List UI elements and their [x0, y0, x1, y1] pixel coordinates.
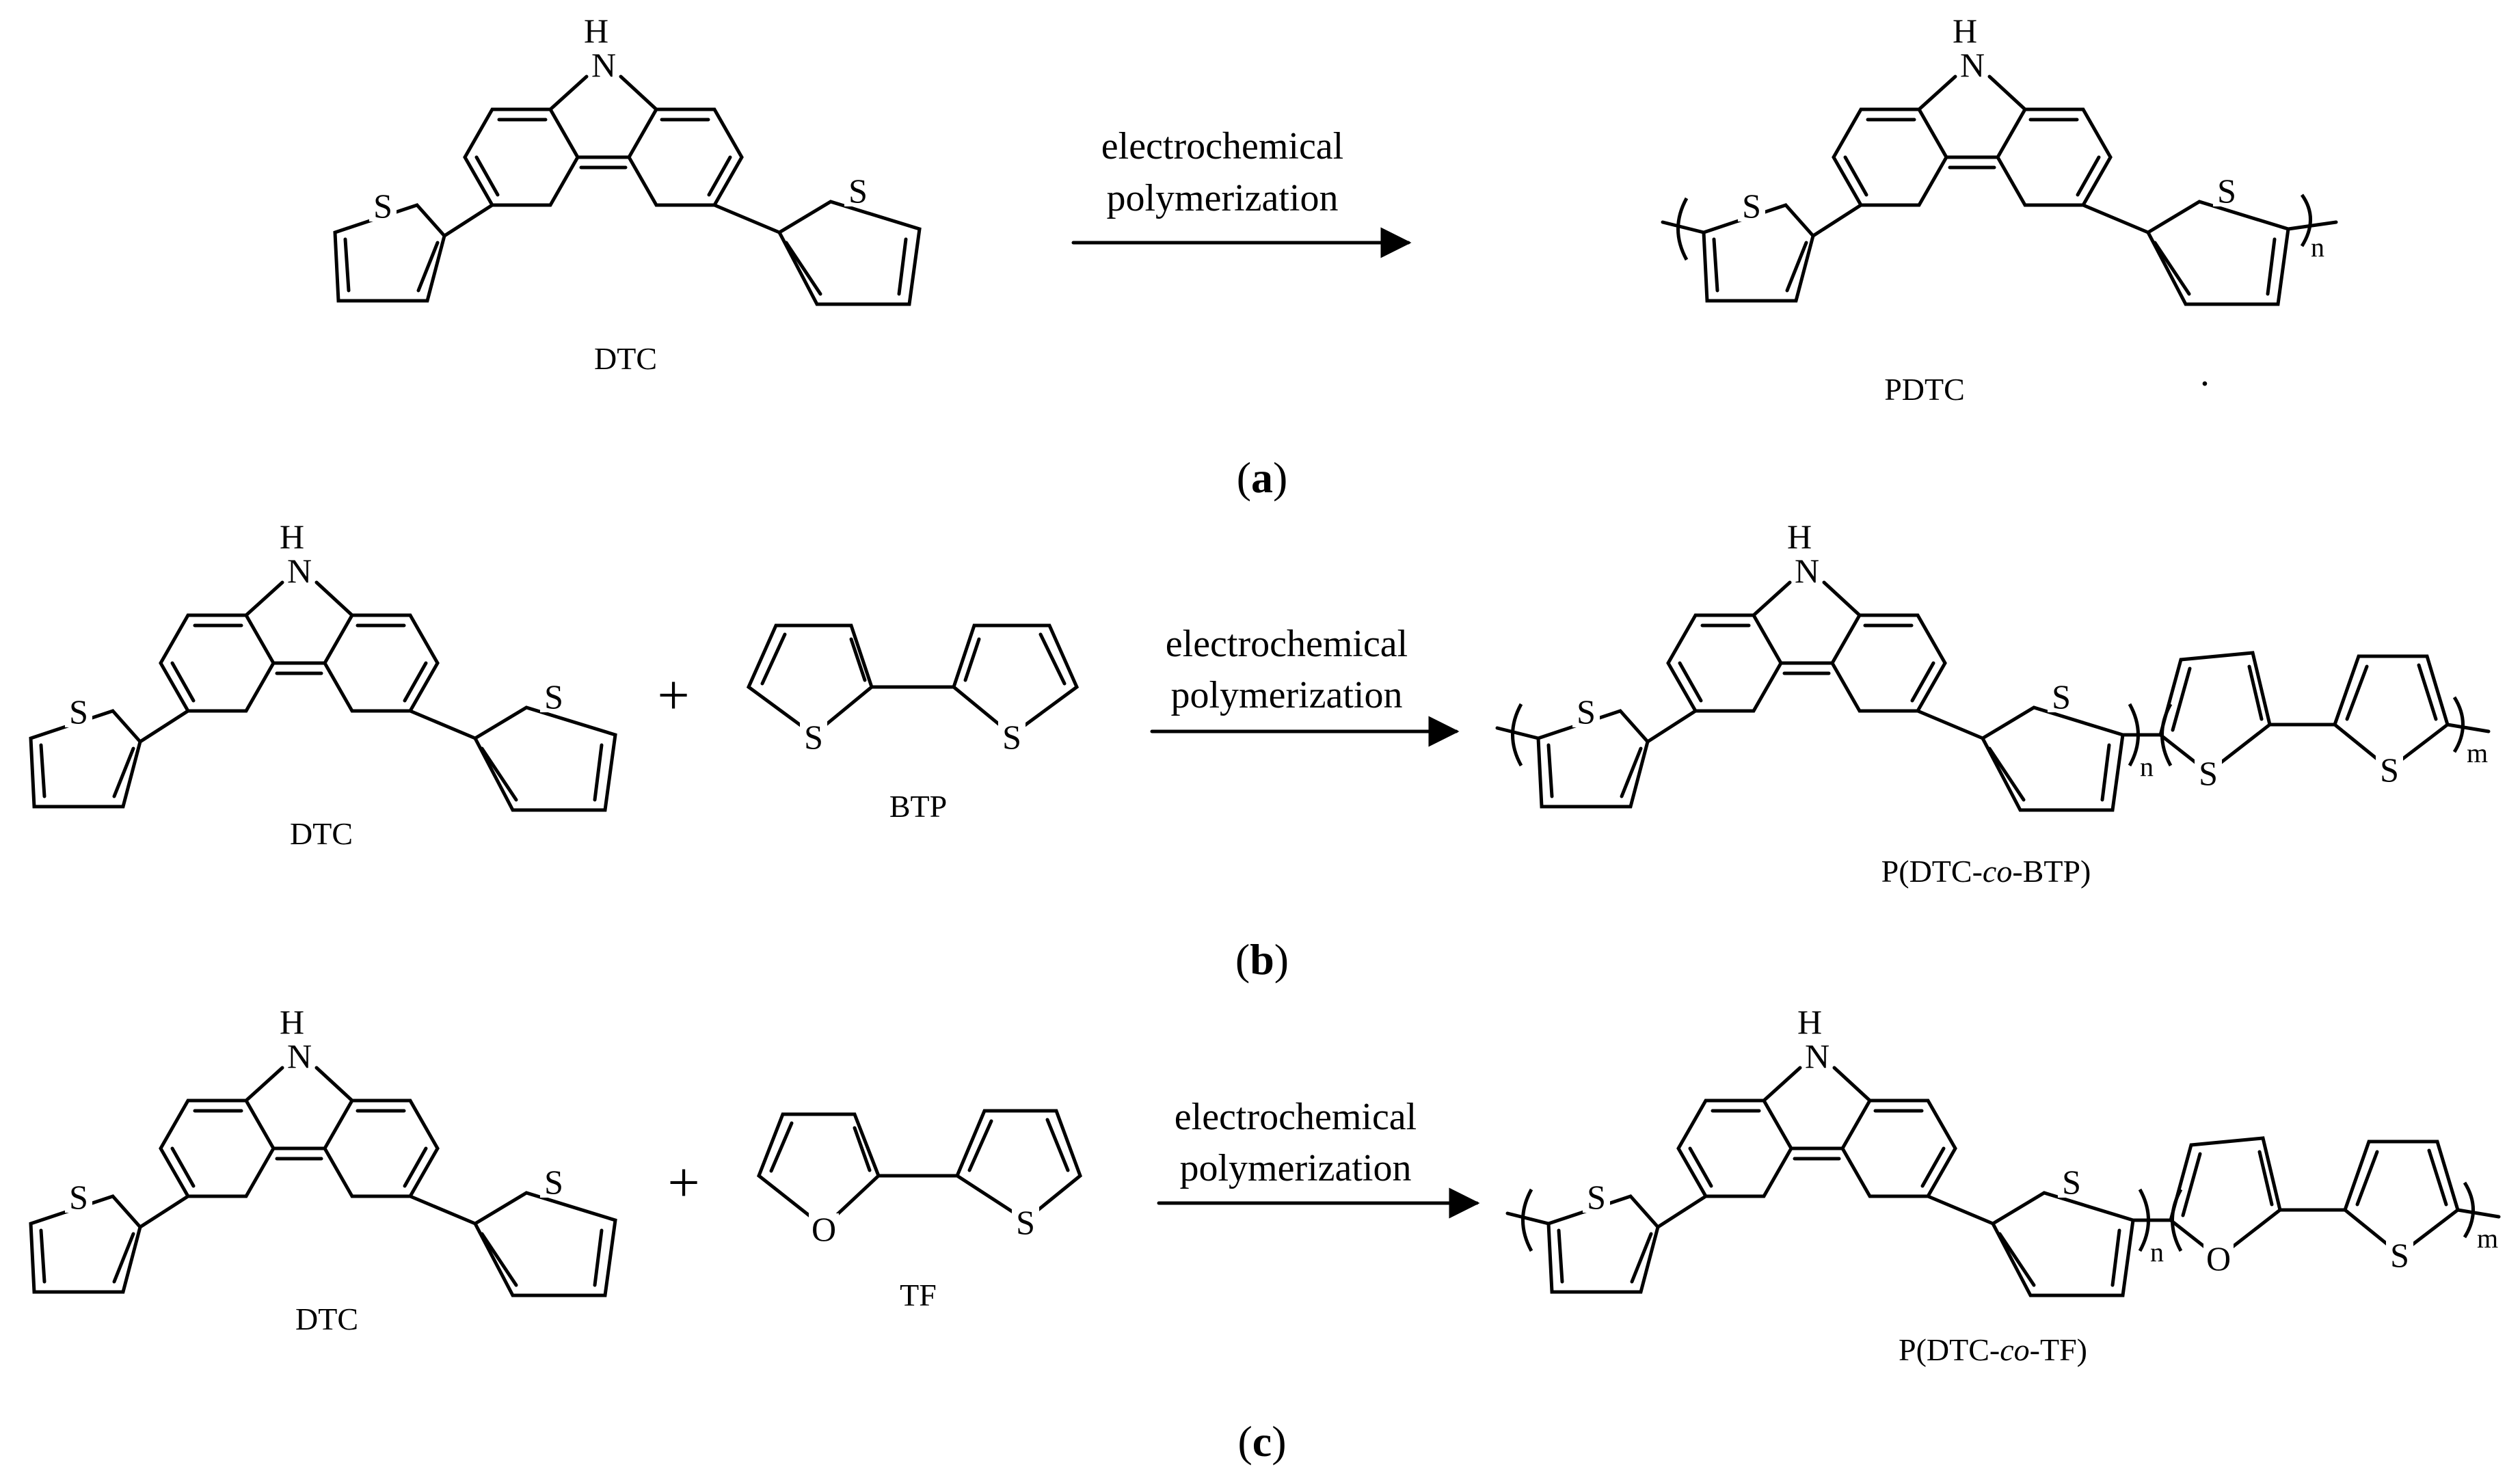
p-dtc-co-btp-label: P(DTC-co-BTP) — [1881, 854, 2091, 889]
sulfur-label: S — [2390, 1236, 2409, 1274]
dtc-label: DTC — [295, 1302, 358, 1336]
plus-sign: + — [657, 664, 689, 727]
nh-h-label: H — [280, 517, 304, 556]
right-bracket — [2452, 696, 2465, 753]
carbazole-core — [1832, 75, 2113, 207]
btp-label: BTP — [889, 789, 947, 824]
panel-a: H N S S DTC electrochemical pol — [333, 12, 2338, 502]
panel-b: H N S S DTC + — [29, 517, 2491, 984]
thiophene-left — [29, 1194, 190, 1294]
nh-h-label: H — [1787, 517, 1812, 556]
oxygen-label: O — [812, 1210, 836, 1248]
thiophene-right — [408, 705, 617, 812]
bithiophene-block: S S — [2158, 651, 2491, 792]
dtc-label: DTC — [290, 816, 353, 851]
nh-h-label: H — [1953, 12, 1977, 50]
thiophene-right — [712, 200, 922, 306]
stray-dot: · — [2199, 363, 2212, 405]
thiophene-right — [2081, 200, 2338, 306]
dtc-molecule: H N S S — [29, 517, 617, 812]
thiophene-left — [29, 709, 190, 809]
panel-caption-b: (b) — [1235, 935, 1289, 984]
carbazole-core — [463, 75, 744, 207]
panel-caption-a: (a) — [1237, 453, 1288, 502]
nh-h-label: H — [280, 1003, 304, 1041]
sulfur-label: S — [1587, 1178, 1606, 1216]
condition-line-1: electrochemical — [1175, 1096, 1417, 1138]
subscript-n: n — [2150, 1237, 2164, 1267]
pdtc-polymer: H N S S n — [1661, 12, 2338, 306]
right-bracket — [2138, 1188, 2150, 1252]
sulfur-label: S — [544, 1163, 563, 1201]
nh-h-label: H — [1797, 1003, 1822, 1041]
plus-sign: + — [667, 1151, 699, 1215]
subscript-m: m — [2467, 738, 2488, 768]
thiophene-right — [408, 1191, 617, 1297]
left-bracket — [1676, 197, 1689, 261]
carbazole-core — [159, 580, 440, 713]
sulfur-label: S — [2380, 751, 2399, 789]
dtc-molecule: H N S S — [333, 12, 922, 306]
carbazole-core — [1676, 1066, 1957, 1198]
nh-n-label: N — [287, 1037, 312, 1075]
sulfur-label: S — [804, 718, 823, 756]
thienylfuran-block: O S — [2169, 1136, 2501, 1278]
left-bracket — [1521, 1188, 1533, 1252]
nh-n-label: N — [1805, 1037, 1829, 1075]
sulfur-label: S — [2052, 677, 2071, 716]
condition-line-2: polymerization — [1170, 674, 1402, 716]
sulfur-label: S — [2217, 172, 2236, 210]
panel-caption-c: (c) — [1237, 1417, 1286, 1466]
p-dtc-co-tf-label: P(DTC-co-TF) — [1899, 1332, 2087, 1367]
thiophene-left — [333, 203, 494, 303]
dtc-molecule: H N S S — [29, 1003, 617, 1297]
condition-line-2: polymerization — [1179, 1147, 1411, 1189]
left-bracket — [1511, 703, 1523, 767]
sulfur-label: S — [1577, 692, 1596, 731]
condition-line-1: electrochemical — [1101, 125, 1343, 167]
panel-c: H N S S DTC + — [29, 1003, 2501, 1466]
nh-n-label: N — [1795, 552, 1819, 590]
pdtc-label: PDTC — [1884, 372, 1965, 407]
right-bracket — [2463, 1181, 2475, 1239]
p-dtc-co-tf-polymer: H N S S n — [1505, 1003, 2501, 1297]
carbazole-core — [1666, 580, 1947, 713]
nh-h-label: H — [584, 12, 608, 50]
thiophene-right — [1926, 1191, 2173, 1297]
subscript-n: n — [2311, 232, 2324, 262]
sulfur-label: S — [544, 677, 563, 716]
right-bracket — [2128, 703, 2140, 767]
nh-n-label: N — [1960, 46, 1985, 84]
thiophene-left — [1661, 203, 1863, 303]
sulfur-label: S — [373, 187, 392, 225]
thiophene-left — [1505, 1194, 1708, 1294]
nh-n-label: N — [287, 552, 312, 590]
oxygen-label: O — [2206, 1239, 2231, 1278]
sulfur-label: S — [1742, 187, 1761, 225]
sulfur-label: S — [69, 1178, 88, 1216]
tf-label: TF — [900, 1278, 937, 1312]
condition-line-1: electrochemical — [1166, 623, 1408, 665]
sulfur-label: S — [1002, 718, 1021, 756]
sulfur-label: S — [2062, 1163, 2081, 1201]
thiophene-left — [1495, 709, 1698, 809]
thiophene-right — [1916, 705, 2162, 812]
dtc-label: DTC — [594, 341, 657, 376]
sulfur-label: S — [2199, 754, 2218, 792]
carbazole-core — [159, 1066, 440, 1198]
right-bracket — [2300, 193, 2312, 247]
p-dtc-co-btp-polymer: H N S S n — [1495, 517, 2491, 812]
tf-molecule: O S — [756, 1109, 1082, 1248]
sulfur-label: S — [848, 172, 868, 210]
subscript-n: n — [2140, 751, 2154, 782]
condition-line-2: polymerization — [1106, 177, 1338, 219]
subscript-m: m — [2477, 1223, 2498, 1254]
sulfur-label: S — [1016, 1203, 1035, 1241]
btp-molecule: S S — [746, 623, 1080, 756]
nh-n-label: N — [591, 46, 616, 84]
sulfur-label: S — [69, 692, 88, 731]
